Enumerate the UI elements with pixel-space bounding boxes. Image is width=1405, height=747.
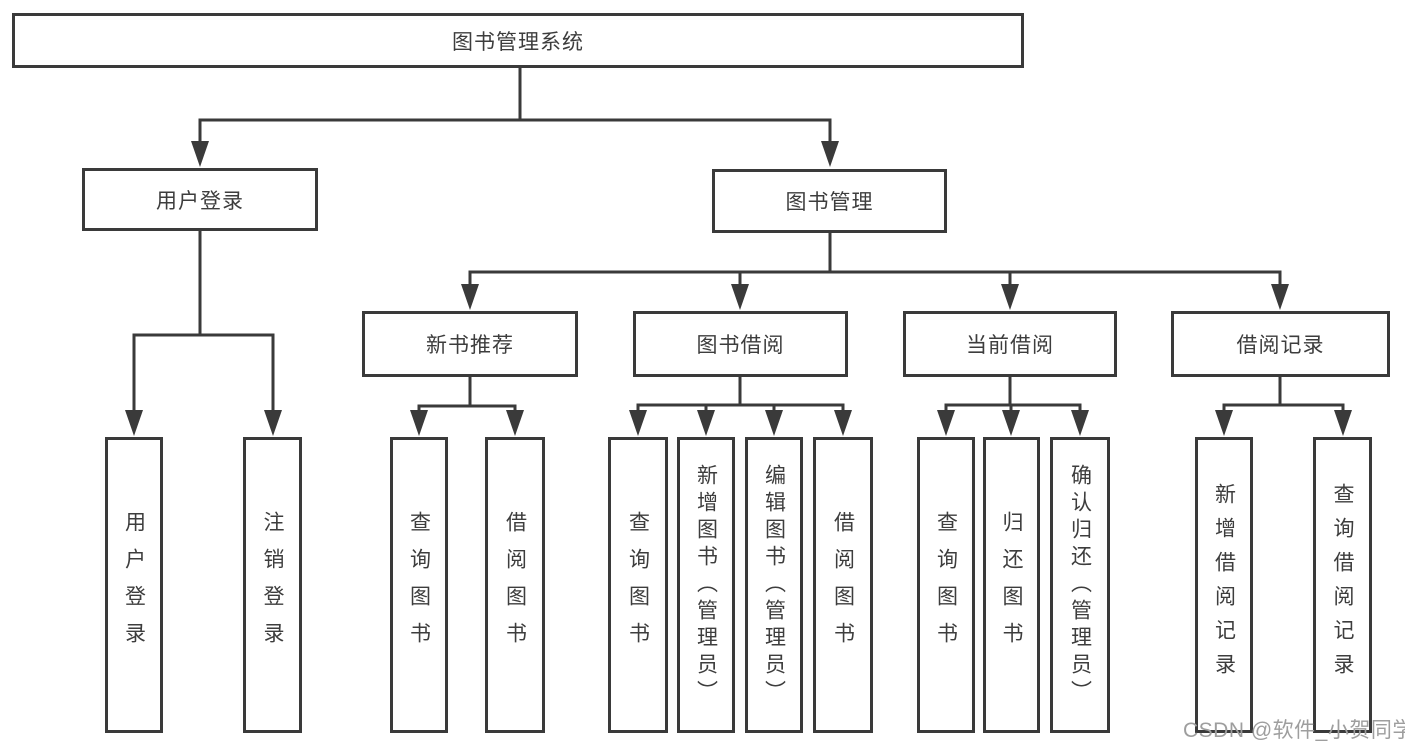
node-label: 当前借阅 [966, 334, 1054, 357]
leaf-add-borrow-record: 新增借阅记录 [1195, 437, 1253, 733]
leaf-label: 用户登录 [122, 511, 146, 659]
leaf-query-books: 查询图书 [917, 437, 975, 733]
leaf-borrow-books: 借阅图书 [485, 437, 545, 733]
node-label: 新书推荐 [426, 334, 514, 357]
leaf-label: 确认归还（管理员） [1068, 463, 1092, 707]
leaf-label: 借阅图书 [503, 511, 527, 659]
leaf-borrow-books: 借阅图书 [813, 437, 873, 733]
leaf-logout: 注销登录 [243, 437, 302, 733]
leaf-label: 新增借阅记录 [1212, 483, 1236, 687]
leaf-label: 借阅图书 [831, 511, 855, 659]
leaf-user-login: 用户登录 [105, 437, 163, 733]
leaf-query-books: 查询图书 [390, 437, 448, 733]
node-label: 借阅记录 [1236, 334, 1325, 357]
leaf-label: 查询图书 [626, 511, 650, 659]
node-book-borrowing: 图书借阅 [633, 311, 848, 377]
leaf-label: 新增图书（管理员） [694, 463, 718, 707]
leaf-label: 查询图书 [407, 511, 431, 659]
leaf-label: 注销登录 [261, 511, 284, 659]
node-label: 图书借阅 [696, 334, 785, 357]
leaf-label: 编辑图书（管理员） [762, 463, 786, 707]
node-current-borrowing: 当前借阅 [903, 311, 1117, 377]
node-label: 图书管理 [785, 191, 874, 214]
node-label: 用户登录 [156, 189, 244, 213]
node-user-login: 用户登录 [82, 168, 318, 231]
leaf-query-books: 查询图书 [608, 437, 668, 733]
node-library-management-system: 图书管理系统 [12, 13, 1024, 68]
node-borrowing-records: 借阅记录 [1171, 311, 1390, 377]
leaf-label: 归还图书 [1000, 511, 1023, 659]
leaf-return-books: 归还图书 [983, 437, 1040, 733]
watermark: CSDN @软件_小贺同学 [1183, 719, 1405, 742]
leaf-edit-book-admin: 编辑图书（管理员） [745, 437, 803, 733]
node-book-management: 图书管理 [712, 169, 947, 233]
leaf-query-borrow-record: 查询借阅记录 [1313, 437, 1372, 733]
node-new-book-recommendation: 新书推荐 [362, 311, 578, 377]
leaf-label: 查询借阅记录 [1331, 483, 1354, 687]
leaf-label: 查询图书 [934, 511, 958, 659]
leaf-add-book-admin: 新增图书（管理员） [677, 437, 735, 733]
node-label: 图书管理系统 [452, 30, 584, 54]
leaf-confirm-return-admin: 确认归还（管理员） [1050, 437, 1110, 733]
